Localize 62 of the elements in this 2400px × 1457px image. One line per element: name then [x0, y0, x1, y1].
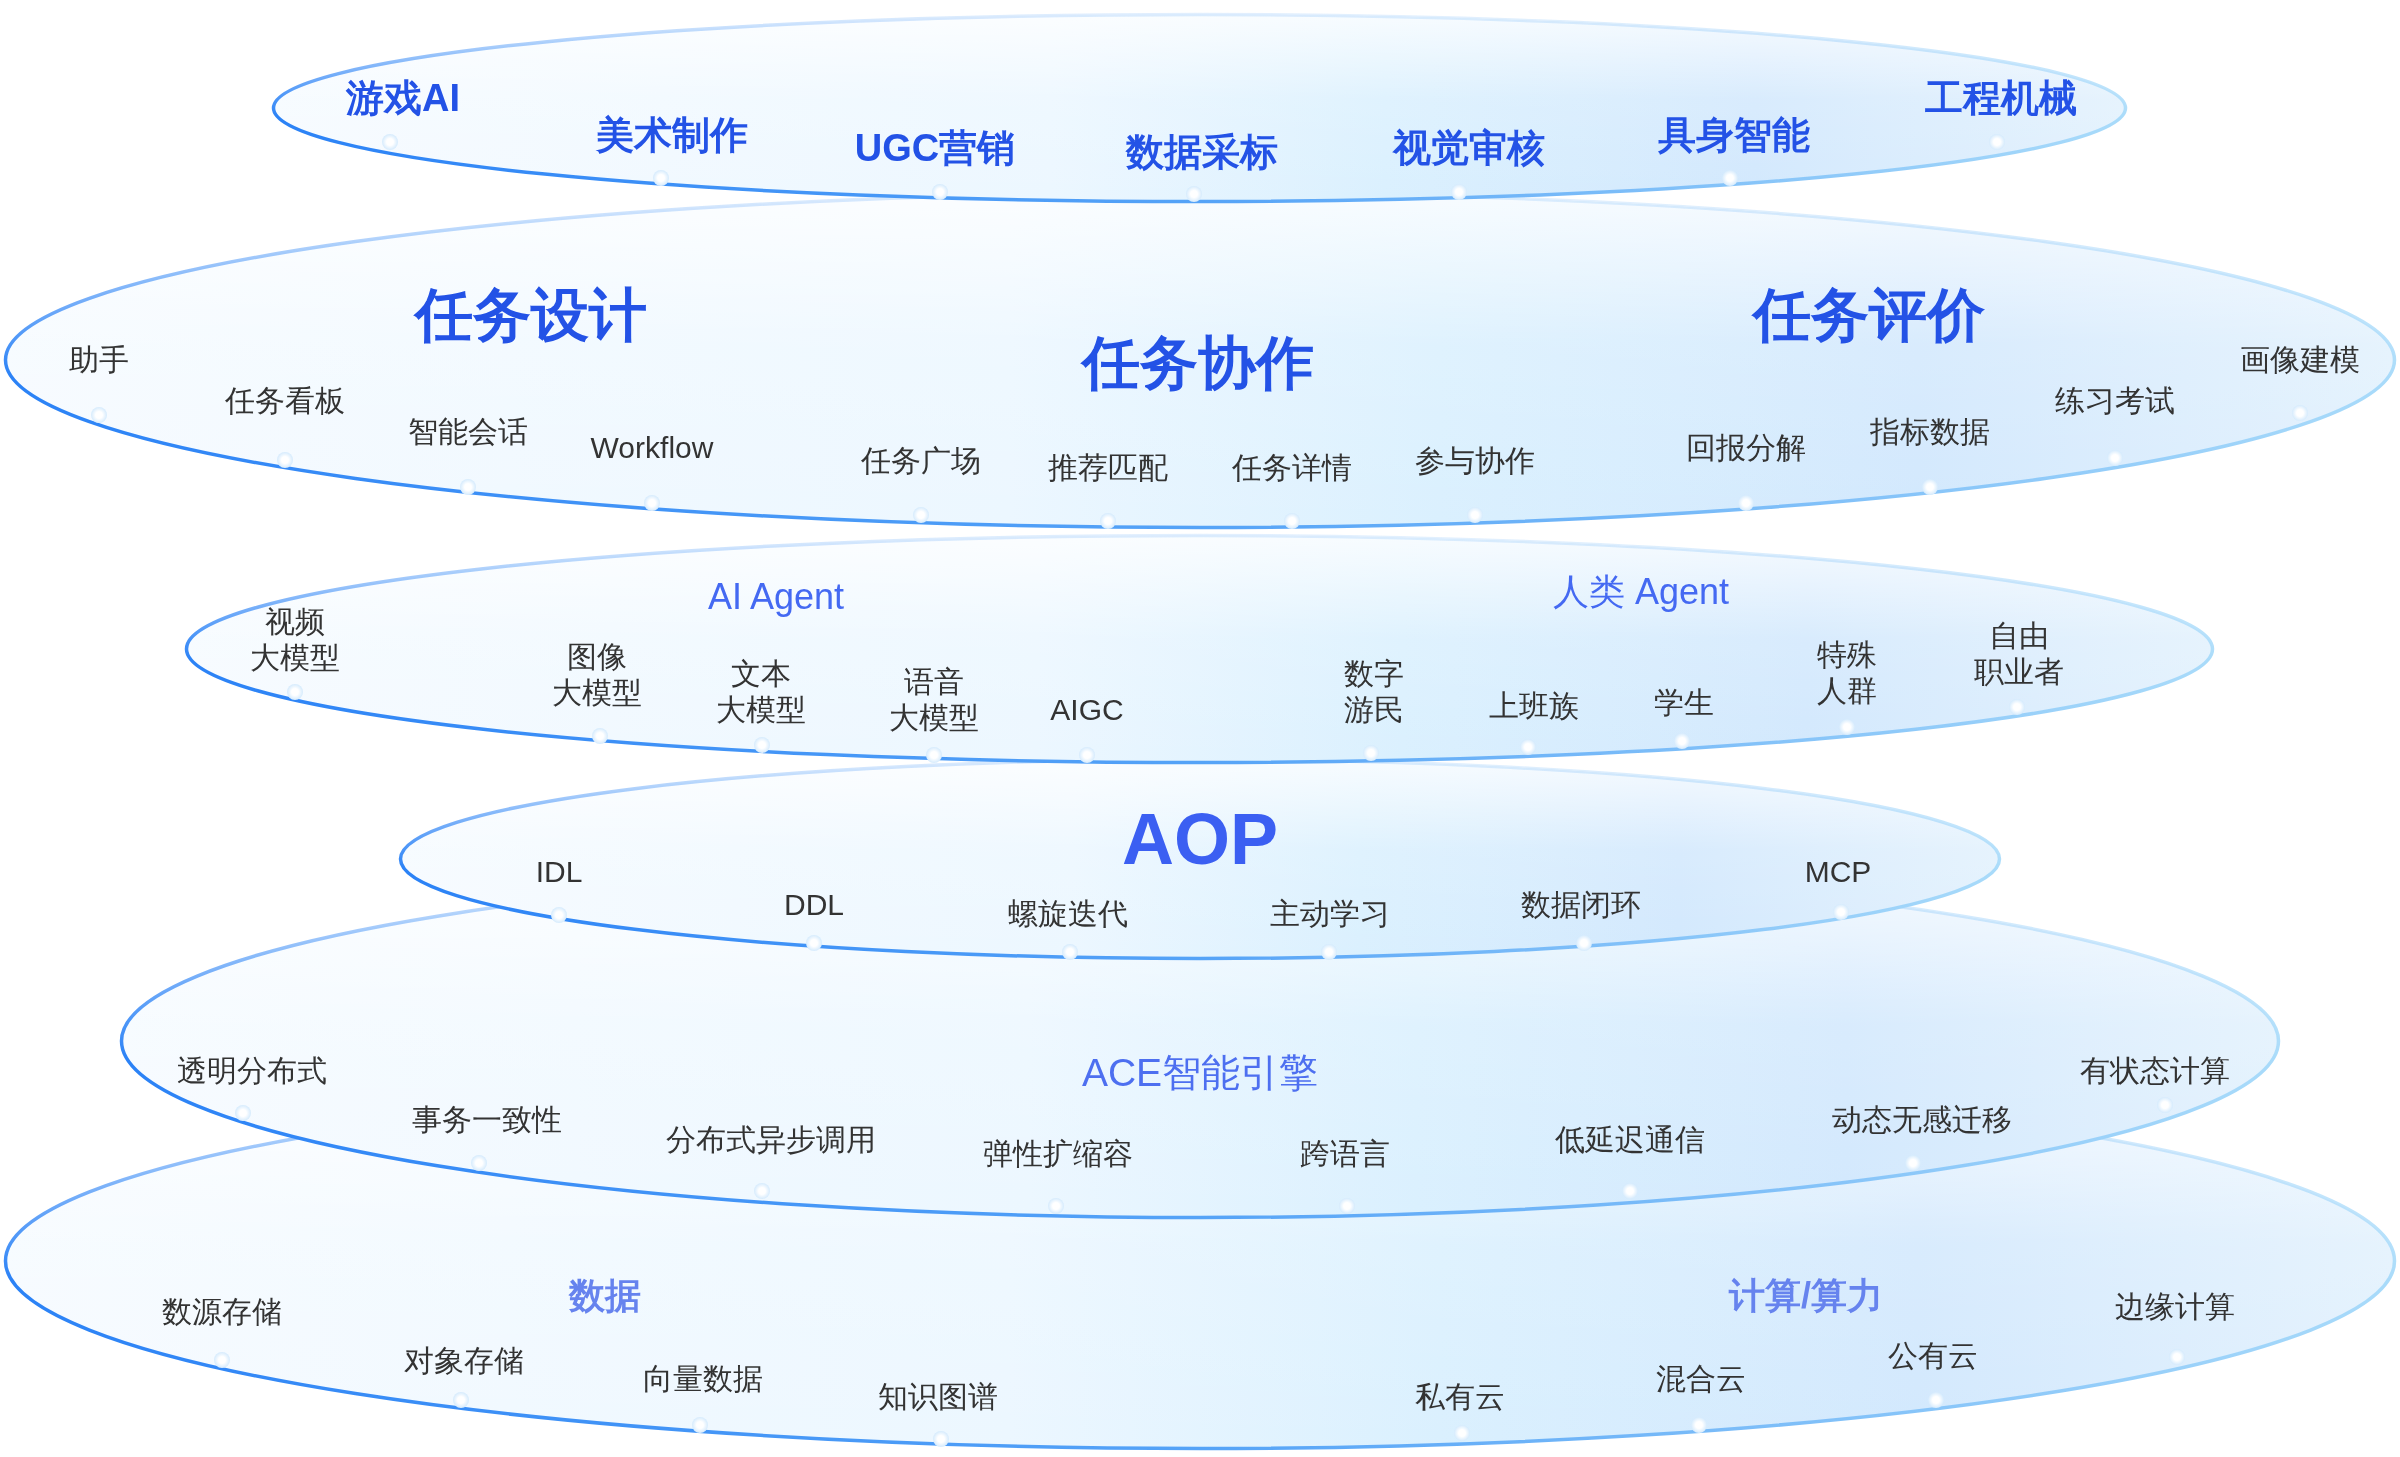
layer-heading: 任务设计: [415, 281, 647, 349]
group-heading: 人类 Agent: [1552, 570, 1730, 614]
feature-label: 视频大模型: [250, 604, 340, 676]
feature-label: 数据闭环: [1521, 887, 1641, 923]
feature-label: 回报分解: [1686, 430, 1806, 466]
feature-label: 向量数据: [643, 1361, 763, 1397]
layer-ellipse: [271, 12, 2128, 204]
feature-label: DDL: [784, 887, 844, 923]
feature-label: 指标数据: [1870, 414, 1990, 450]
feature-label: 透明分布式: [177, 1053, 327, 1089]
feature-label: 知识图谱: [878, 1379, 998, 1415]
feature-label: 低延迟通信: [1555, 1122, 1705, 1158]
layer-heading: 任务协作: [1082, 329, 1314, 397]
feature-label: 任务详情: [1232, 450, 1352, 486]
feature-label: UGC营销: [854, 126, 1016, 171]
feature-label: 视觉审核: [1393, 126, 1545, 171]
feature-label: 自由职业者: [1974, 618, 2064, 690]
feature-label: 文本大模型: [716, 656, 806, 728]
layer-ellipse: [184, 533, 2215, 765]
feature-label: MCP: [1804, 854, 1872, 890]
feature-label: 边缘计算: [2115, 1289, 2235, 1325]
feature-label: 具身智能: [1658, 113, 1810, 158]
feature-label: 游戏AI: [346, 76, 460, 121]
feature-label: 螺旋迭代: [1008, 896, 1128, 932]
feature-label: 美术制作: [596, 113, 748, 158]
feature-label: AIGC: [1050, 692, 1124, 728]
feature-label: 对象存储: [404, 1343, 524, 1379]
feature-label: 分布式异步调用: [666, 1122, 876, 1158]
feature-label: Workflow: [590, 430, 714, 466]
feature-label: 智能会话: [408, 414, 528, 450]
feature-label: 推荐匹配: [1048, 450, 1168, 486]
feature-label: 练习考试: [2055, 383, 2175, 419]
layer-heading: 任务评价: [1753, 281, 1985, 349]
feature-label: 数据采标: [1126, 130, 1278, 175]
feature-label: 事务一致性: [412, 1102, 562, 1138]
feature-label: 语音大模型: [889, 664, 979, 736]
feature-label: IDL: [535, 854, 583, 890]
feature-label: 特殊人群: [1817, 637, 1877, 709]
feature-label: 参与协作: [1415, 443, 1535, 479]
layer-heading: ACE智能引擎: [1081, 1050, 1319, 1096]
feature-label: 画像建模: [2240, 342, 2360, 378]
feature-label: 学生: [1654, 685, 1714, 721]
group-heading: 计算/算力: [1729, 1274, 1883, 1318]
feature-label: 有状态计算: [2080, 1053, 2230, 1089]
layer-heading: AOP: [1122, 798, 1278, 881]
feature-label: 动态无感迁移: [1832, 1102, 2012, 1138]
feature-label: 数字游民: [1344, 656, 1404, 728]
feature-label: 私有云: [1415, 1379, 1505, 1415]
feature-label: 跨语言: [1300, 1136, 1390, 1172]
feature-label: 混合云: [1656, 1361, 1746, 1397]
feature-label: 数源存储: [162, 1294, 282, 1330]
feature-label: 助手: [69, 342, 129, 378]
feature-label: 工程机械: [1925, 76, 2077, 121]
group-heading: 数据: [569, 1274, 641, 1318]
feature-label: 图像大模型: [552, 639, 642, 711]
feature-label: 上班族: [1489, 688, 1579, 724]
feature-label: 公有云: [1888, 1338, 1978, 1374]
feature-label: 弹性扩缩容: [983, 1136, 1133, 1172]
feature-label: 任务看板: [225, 383, 345, 419]
feature-label: 任务广场: [861, 443, 981, 479]
feature-label: 主动学习: [1270, 896, 1390, 932]
group-heading: AI Agent: [707, 575, 845, 619]
